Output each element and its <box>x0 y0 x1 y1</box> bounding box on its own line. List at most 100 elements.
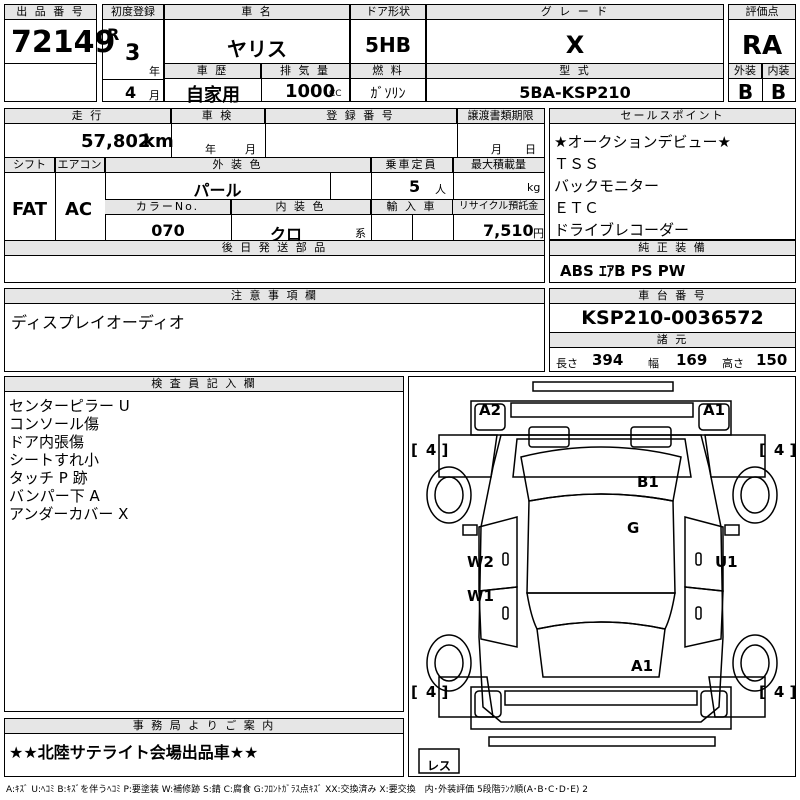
recycle-fee: 7,510 <box>483 221 534 240</box>
ext-label: 外装 <box>729 64 762 79</box>
sales-label: セールスポイント <box>550 109 795 124</box>
lot-box: 出 品 番 号 72149 <box>4 4 115 102</box>
inspector-line-1: センターピラー U <box>9 397 130 415</box>
chassis-number: KSP210-0036572 <box>581 307 764 329</box>
color-label: 外 装 色 <box>105 158 371 173</box>
sales-point-2: ＴＳＳ <box>554 155 600 173</box>
history: 自家用 <box>186 85 240 106</box>
deadline-day-unit: 日 <box>525 143 536 156</box>
displacement-label: 排 気 量 <box>261 64 349 79</box>
width: 169 <box>676 351 708 369</box>
car-outline <box>418 381 778 774</box>
tire-rr: 4 <box>773 683 785 701</box>
inspector-line-3: ドア内張傷 <box>9 433 85 451</box>
import-label: 輸 入 車 <box>371 200 453 215</box>
name-label: 車 名 <box>165 5 349 20</box>
reg-month: 4 <box>125 83 137 102</box>
tire-rl-bracket: [4 ] <box>411 683 449 701</box>
recycle-unit: 円 <box>533 227 544 240</box>
year-unit: 年 <box>149 65 160 78</box>
recycle-label: リサイクル預託金 <box>453 200 544 215</box>
car-diagram: A2 A1 B1 G W2 U1 W1 A1 [4 ] [4 ] [4 ] [4… <box>408 376 796 777</box>
capacity-unit: 人 <box>435 183 446 196</box>
mileage-label: 走 行 <box>5 109 171 124</box>
int-grade: B <box>770 80 787 104</box>
load-unit: kg <box>527 181 541 194</box>
length-label: 長さ <box>556 357 578 370</box>
score-label: 評価点 <box>729 5 795 20</box>
height-label: 高さ <box>722 357 744 370</box>
deadline-label: 譲渡書類期限 <box>457 109 544 124</box>
first-reg-label: 初度登録 <box>103 5 163 20</box>
intcolor-unit: 系 <box>355 227 366 240</box>
inspector-line-7: アンダーカバー X <box>9 505 129 523</box>
interior-color: クロ <box>269 225 302 244</box>
reg-year: 3 <box>125 41 141 66</box>
inspector-line-2: コンソール傷 <box>9 415 100 433</box>
mileage-unit: km <box>143 131 174 152</box>
door-box: ドア形状 5HB 燃 料 ｶﾞｿﾘﾝ <box>350 4 426 102</box>
deadline-month-unit: 月 <box>491 143 502 156</box>
dims-label: 諸 元 <box>550 333 795 348</box>
first-reg-box: 初度登録 R 3 年 4 月 <box>102 4 164 102</box>
mark-a1-front: A1 <box>703 401 726 419</box>
mileage: 57,802 <box>81 131 151 152</box>
grade-box: グ レ ー ド X 型 式 5BA-KSP210 <box>426 4 724 102</box>
tire-rl: 4 <box>425 683 437 701</box>
inspection-label: 車 検 <box>171 109 265 124</box>
notes-box: 注 意 事 項 欄 ディスプレイオーディオ <box>4 288 545 372</box>
grade-label: グ レ ー ド <box>427 5 723 20</box>
tire-fl: 4 <box>425 441 437 459</box>
inspector-box: 検 査 員 記 入 欄 センターピラー U コンソール傷 ドア内張傷 シートすれ… <box>4 376 404 712</box>
tire-fl-bracket: [4 ] <box>411 441 449 459</box>
mark-a1-rear: A1 <box>631 657 654 675</box>
legend: A:ｷｽﾞ U:ﾍｺﾐ B:ｷｽﾞを伴うﾍｺﾐ P:要塗装 W:補修跡 S:錆 … <box>6 785 589 795</box>
later-parts-label: 後 日 発 送 部 品 <box>5 241 544 256</box>
notes-text: ディスプレイオーディオ <box>11 313 185 332</box>
sales-box: セールスポイント ★オークションデビュー★ ＴＳＳ バックモニター ＥＴＣ ドラ… <box>549 108 796 240</box>
spare-tire: レス <box>426 759 451 773</box>
ac-label: エアコン <box>55 158 105 173</box>
model: 5BA-KSP210 <box>519 83 631 102</box>
lot-label: 出 品 番 号 <box>5 5 96 20</box>
office-text: ★★北陸サテライト会場出品車★★ <box>9 743 259 762</box>
tire-rr-bracket: [4 ] <box>759 683 797 701</box>
inspector-line-5: タッチ P 跡 <box>9 469 88 487</box>
height: 150 <box>756 351 788 369</box>
equipment-label: 純 正 装 備 <box>550 241 795 256</box>
equipment-items: ABS ｴｱB PS PW <box>560 262 686 280</box>
inspector-line-6: バンパー下 A <box>9 487 100 505</box>
capacity: 5 <box>409 177 421 196</box>
sales-point-1: ★オークションデビュー★ <box>554 133 731 151</box>
colorno-label: カラーNo. <box>105 200 231 215</box>
plate-label: 登 録 番 号 <box>265 109 457 124</box>
mark-w1: W1 <box>467 587 494 605</box>
lot-number: 72149 <box>11 25 116 60</box>
capacity-label: 乗車定員 <box>371 158 453 173</box>
sales-point-4: ＥＴＣ <box>554 199 600 217</box>
chassis-label: 車 台 番 号 <box>550 289 795 304</box>
equipment-box: 純 正 装 備 ABS ｴｱB PS PW <box>549 240 796 283</box>
model-label: 型 式 <box>427 64 723 79</box>
month-unit: 月 <box>149 89 160 102</box>
history-label: 車 歴 <box>165 64 261 79</box>
sales-point-3: バックモニター <box>554 177 660 195</box>
name-box: 車 名 ヤリス 車 歴 排 気 量 自家用 1000 CC <box>164 4 350 106</box>
door-type: 5HB <box>365 33 411 57</box>
notes-label: 注 意 事 項 欄 <box>5 289 544 304</box>
grade: X <box>565 31 585 59</box>
ext-grade: B <box>737 80 754 104</box>
inspector-label: 検 査 員 記 入 欄 <box>5 377 403 392</box>
chassis-box: 車 台 番 号 KSP210-0036572 諸 元 長さ 394 幅 169 … <box>549 288 796 372</box>
office-label: 事 務 局 よ り ご 案 内 <box>5 719 403 734</box>
ac: AC <box>65 199 93 220</box>
inspection-month-unit: 月 <box>245 143 256 156</box>
int-label: 内装 <box>762 64 795 79</box>
inspector-line-4: シートすれ小 <box>9 451 100 469</box>
width-label: 幅 <box>648 357 659 370</box>
displacement: 1000 <box>285 81 336 102</box>
load-label: 最大積載量 <box>453 158 544 173</box>
exterior-color: パール <box>193 181 242 200</box>
office-box: 事 務 局 よ り ご 案 内 ★★北陸サテライト会場出品車★★ <box>4 718 404 777</box>
fuel-label: 燃 料 <box>351 64 425 79</box>
